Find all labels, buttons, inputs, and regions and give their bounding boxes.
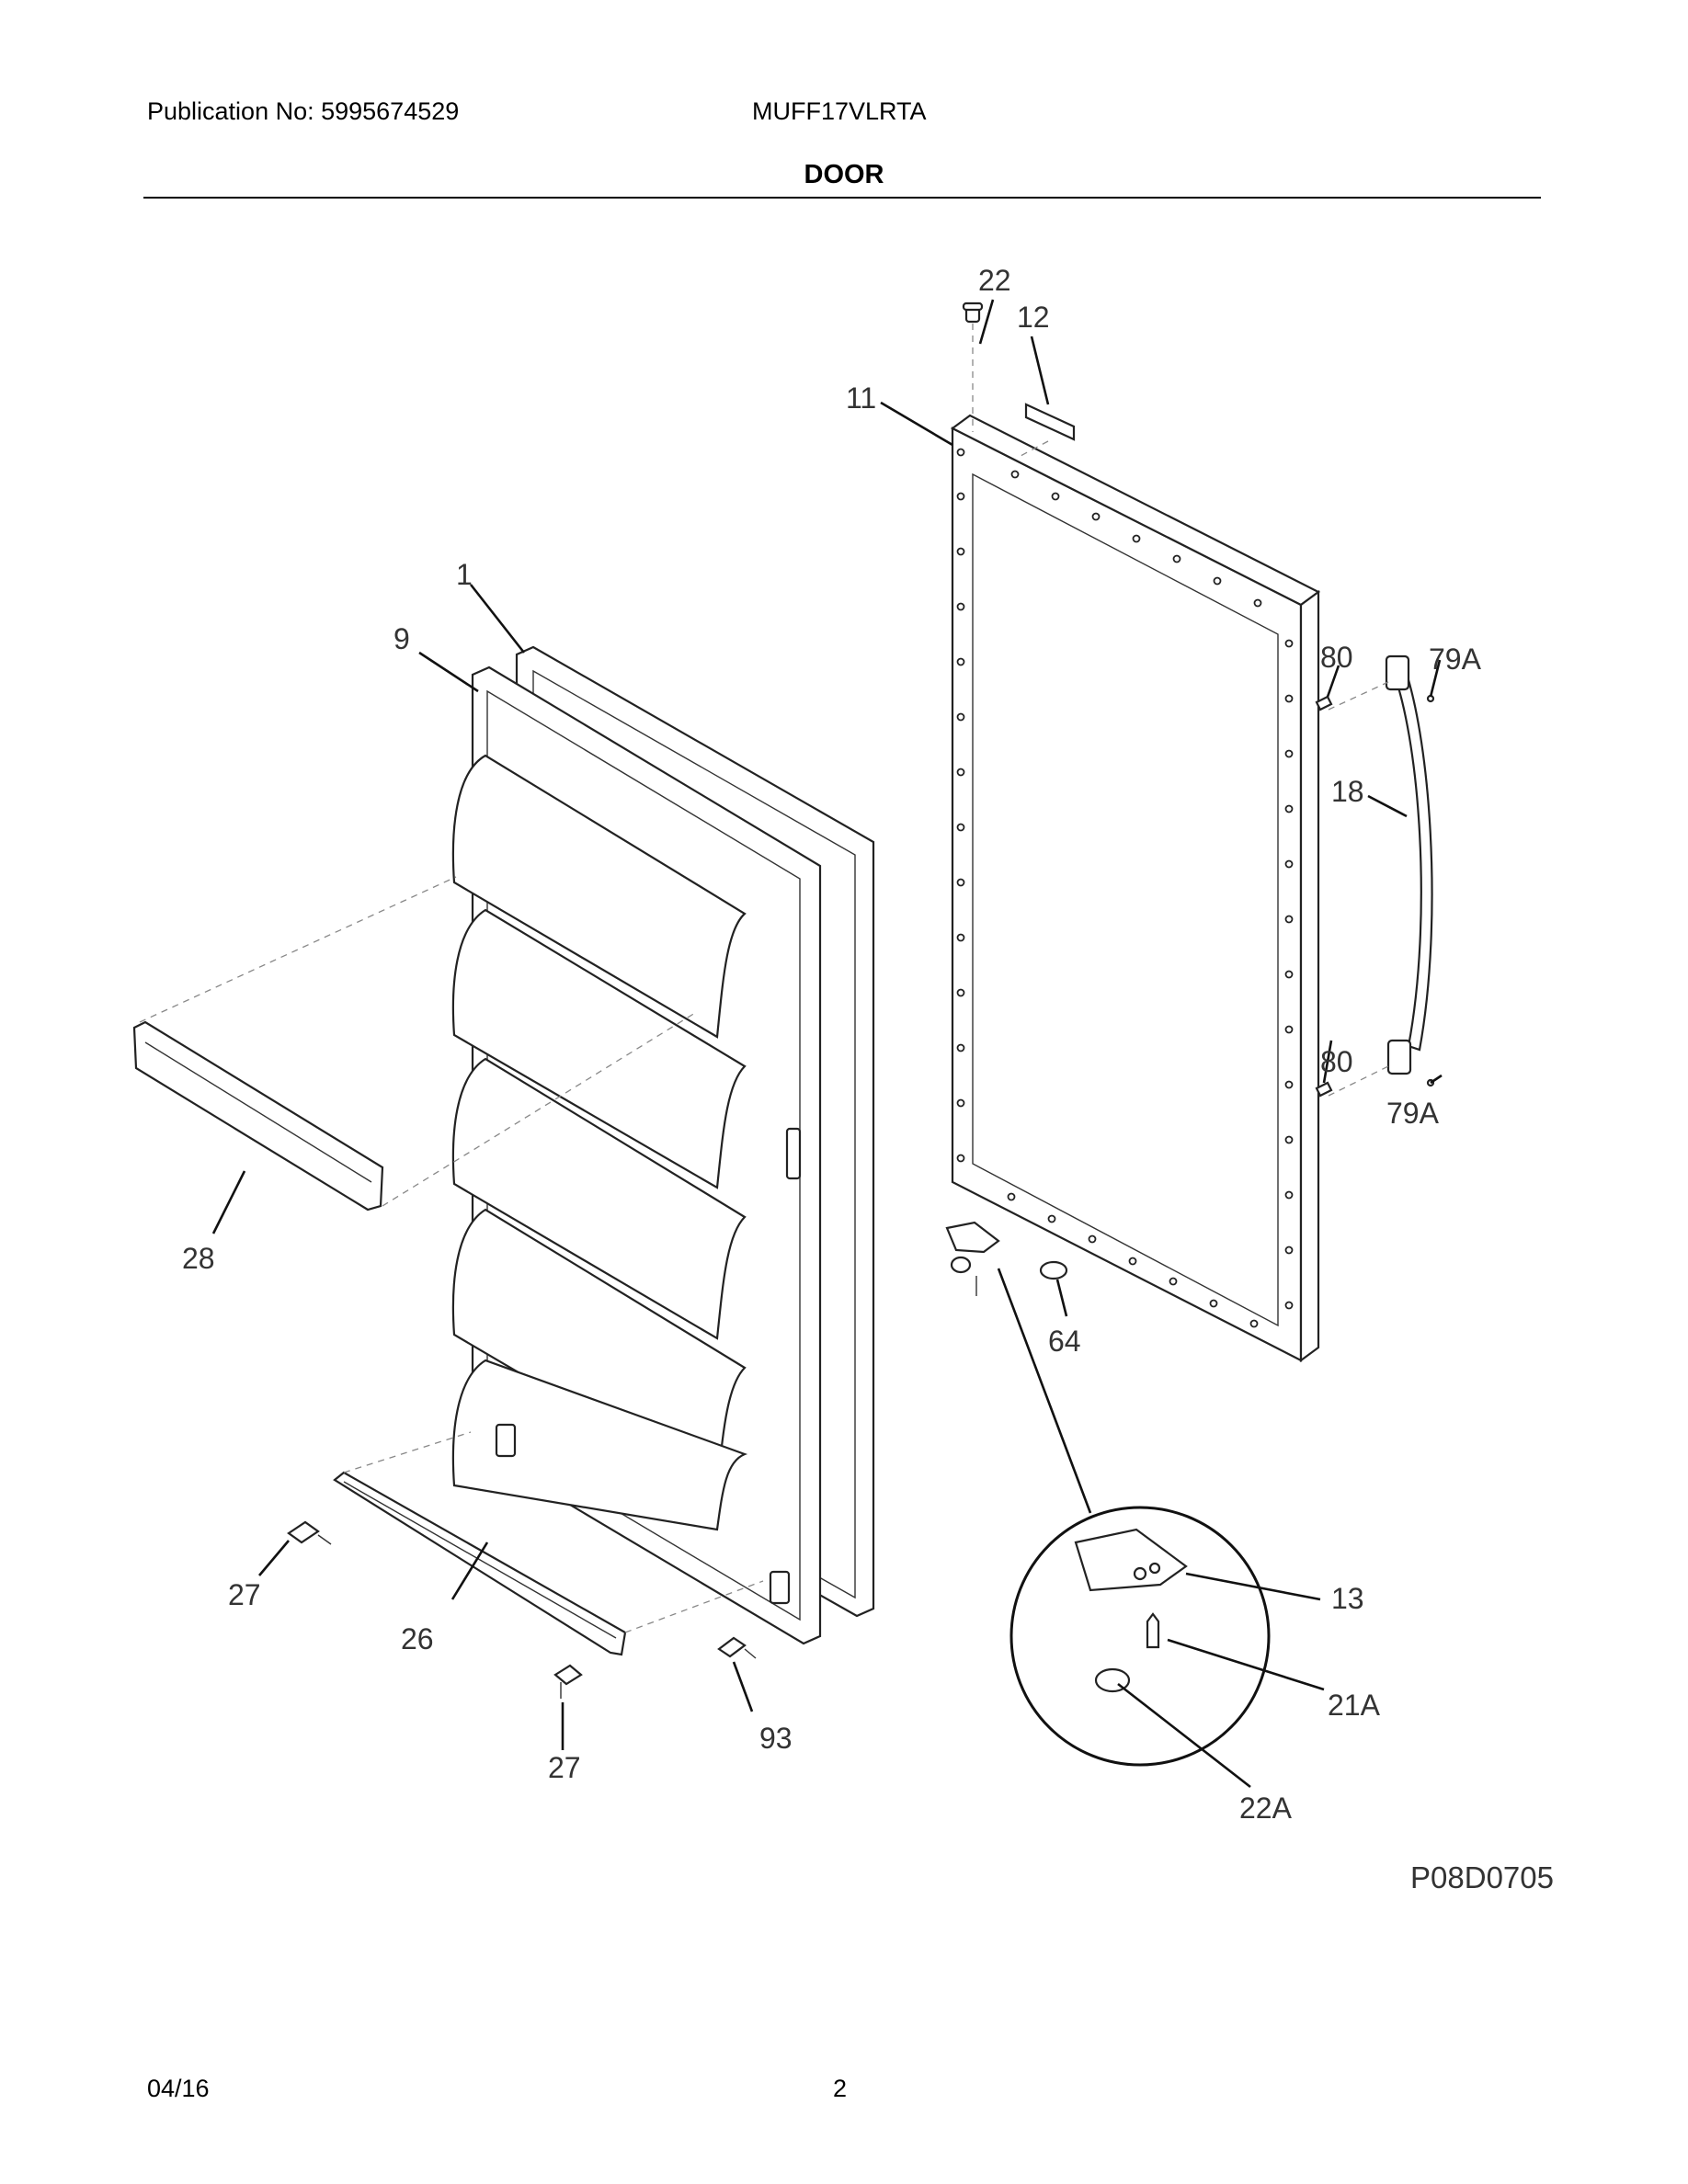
callout-12: 12 [1017, 301, 1050, 334]
callout-22a: 22A [1239, 1792, 1293, 1825]
door-liner [451, 665, 822, 1645]
callout-80-top: 80 [1320, 641, 1353, 674]
shelf-rail [132, 876, 696, 1211]
callout-27-bottom: 27 [548, 1751, 581, 1784]
callout-27-left: 27 [228, 1578, 261, 1611]
callout-80-bottom: 80 [1320, 1045, 1353, 1078]
outer-door-panel [950, 414, 1321, 1363]
publication-number: Publication No: 5995674529 [147, 97, 460, 125]
model-number: MUFF17VLRTA [752, 97, 927, 125]
callout-79a-top: 79A [1429, 643, 1482, 676]
callout-26: 26 [401, 1622, 434, 1655]
footer-date: 04/16 [147, 2075, 210, 2102]
callout-21a: 21A [1328, 1689, 1381, 1722]
callout-11: 11 [846, 381, 876, 415]
leader-lines [211, 299, 1443, 1789]
callout-13: 13 [1331, 1582, 1364, 1615]
callout-18: 18 [1331, 775, 1364, 808]
callout-labels: 22 12 11 1 9 80 79A 18 80 79A 28 64 13 2… [182, 264, 1482, 1825]
header-rule [143, 197, 1541, 199]
callout-1: 1 [456, 558, 473, 591]
callout-9: 9 [393, 622, 410, 655]
door-handle [1328, 654, 1433, 1097]
top-plug [962, 301, 984, 432]
section-title: DOOR [804, 160, 884, 189]
callout-22: 22 [978, 264, 1011, 297]
bottom-trim [333, 1431, 764, 1656]
callout-64: 64 [1048, 1325, 1081, 1358]
door-label [1020, 403, 1076, 457]
callout-79a-bottom: 79A [1386, 1097, 1440, 1130]
callout-28: 28 [182, 1242, 215, 1275]
drawing-code: P08D0705 [1410, 1860, 1554, 1894]
hinge-detail-circle [997, 1268, 1271, 1767]
callout-93: 93 [759, 1722, 793, 1755]
hinge-parts-small [945, 1221, 1068, 1296]
page-number: 2 [833, 2075, 848, 2102]
push-pins [287, 1520, 757, 1699]
